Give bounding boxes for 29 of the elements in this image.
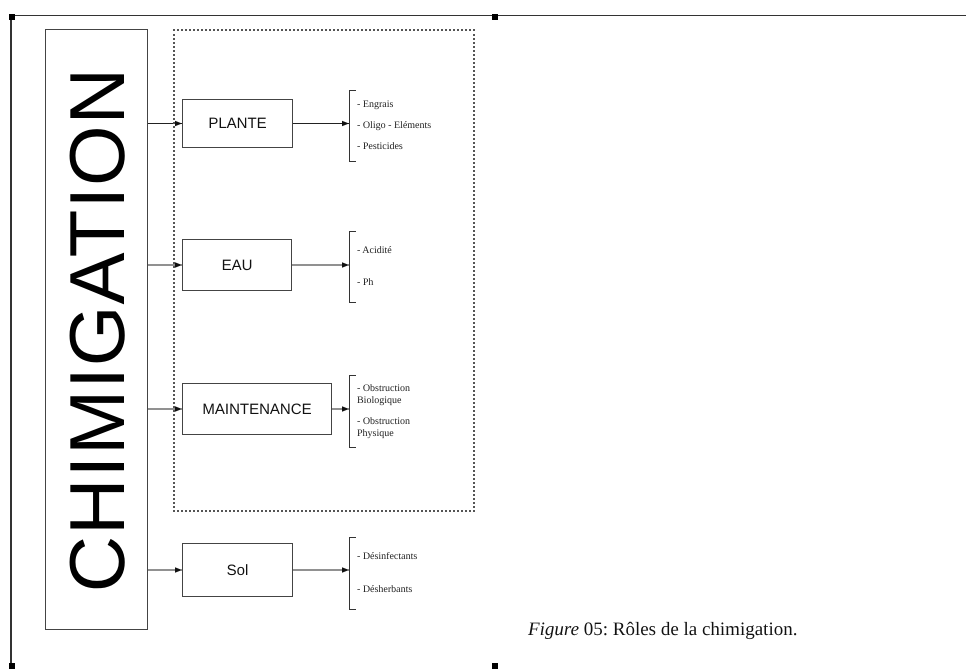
- arrow: [292, 567, 350, 573]
- list-item: - Obstruction Physique: [357, 416, 412, 440]
- process-box: [182, 239, 292, 291]
- box-label: Sol: [226, 562, 248, 578]
- box-label: PLANTE: [208, 115, 267, 132]
- box-label: EAU: [222, 256, 252, 274]
- list-item: - Engrais: [357, 98, 394, 111]
- vertical-title: CHIMIGATION: [58, 66, 136, 592]
- title-box: [45, 29, 148, 630]
- arrow: [148, 567, 182, 573]
- arrow: [332, 406, 350, 412]
- arrow: [148, 120, 182, 126]
- dotted-group-frame: [173, 29, 475, 512]
- list-item: - Oligo - Eléments: [357, 120, 432, 132]
- box-label: MAINTENANCE: [202, 400, 312, 418]
- arrow: [292, 120, 350, 126]
- process-box: [182, 383, 332, 435]
- list-item: - Pesticides: [357, 141, 404, 154]
- figure-caption: Figure 05: Rôles de la chimigation.: [528, 619, 798, 641]
- list-item: - Désherbants: [357, 584, 414, 596]
- arrow: [148, 262, 182, 268]
- list-item: - Ph: [357, 277, 374, 289]
- process-box: [182, 543, 293, 597]
- arrow: [148, 406, 182, 412]
- list-item: - Obstruction Biologique: [357, 383, 412, 408]
- arrow: [292, 262, 350, 268]
- process-box: [182, 99, 293, 148]
- list-item: - Acidité: [357, 245, 393, 257]
- list-item: - Désinfectants: [357, 551, 418, 564]
